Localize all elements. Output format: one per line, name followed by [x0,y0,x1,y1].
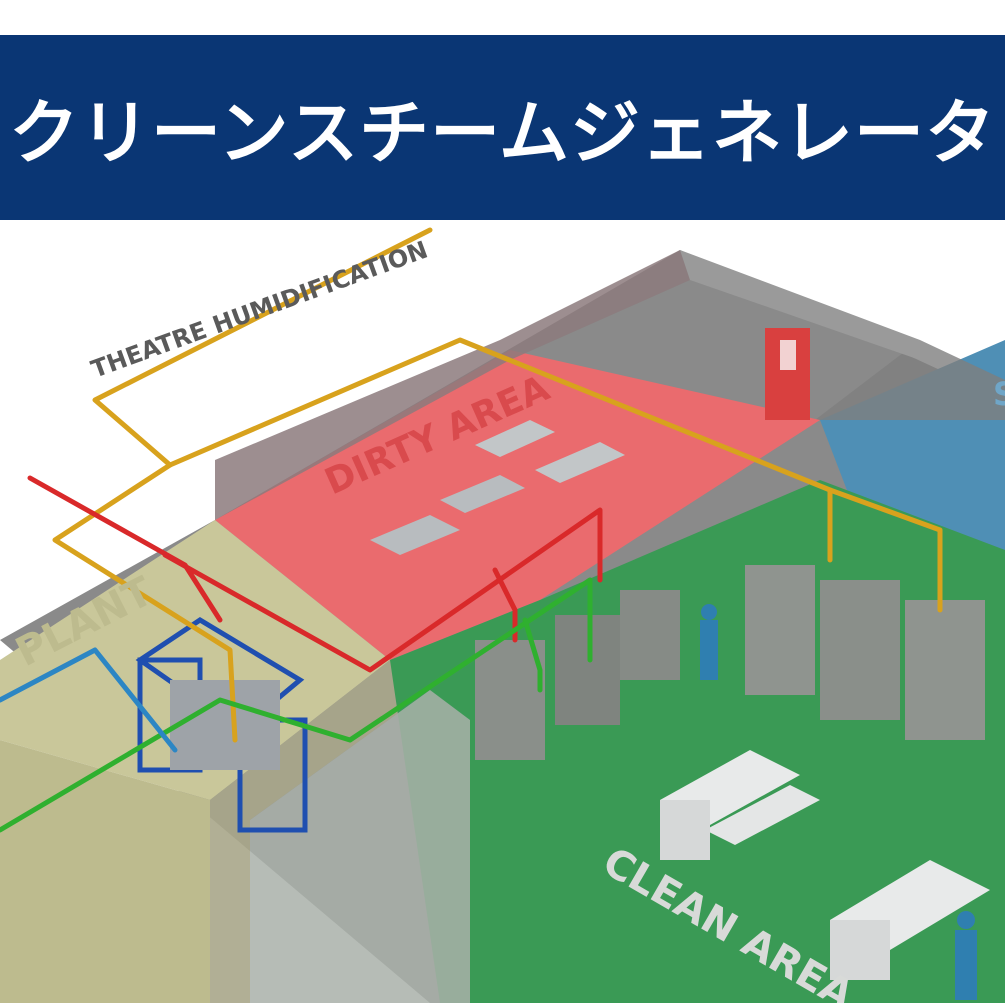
operator-figures [700,604,977,1000]
storage-room-partial-label: S [993,375,1005,413]
clean-area-benches [660,750,990,980]
title-banner: クリーンスチームジェネレータ [0,35,1005,220]
page-title: クリーンスチームジェネレータ [9,92,996,174]
yellow-pipe [52,227,433,743]
dirty-area-back-wall [215,250,690,520]
dirty-area-door-window [780,340,796,370]
green-pipe-drop [522,617,543,693]
facility-drawing: THEATRE HUMIDIFICATION DIRTY AREA PLANT … [0,227,1005,1003]
pipe-network [0,227,943,833]
storage-room-back-wall [815,340,1005,420]
blue-pipe [0,647,178,753]
plant-room-front-wall [0,740,210,1003]
yellow-pipe-branch [167,337,833,563]
red-pipe-branch [162,507,603,673]
dirty-area-sinks [370,420,625,555]
facility-illustration: THEATRE HUMIDIFICATION DIRTY AREA PLANT … [0,220,1005,1003]
yellow-pipe-branch-2 [827,487,943,613]
dirty-area-floor [215,350,820,660]
dirty-area-right-wall [680,250,920,360]
steam-generator-unit [135,617,308,833]
theatre-humidification-label: THEATRE HUMIDIFICATION [87,236,431,384]
clean-area-front-wall [250,690,470,1003]
green-pipe [0,577,593,833]
